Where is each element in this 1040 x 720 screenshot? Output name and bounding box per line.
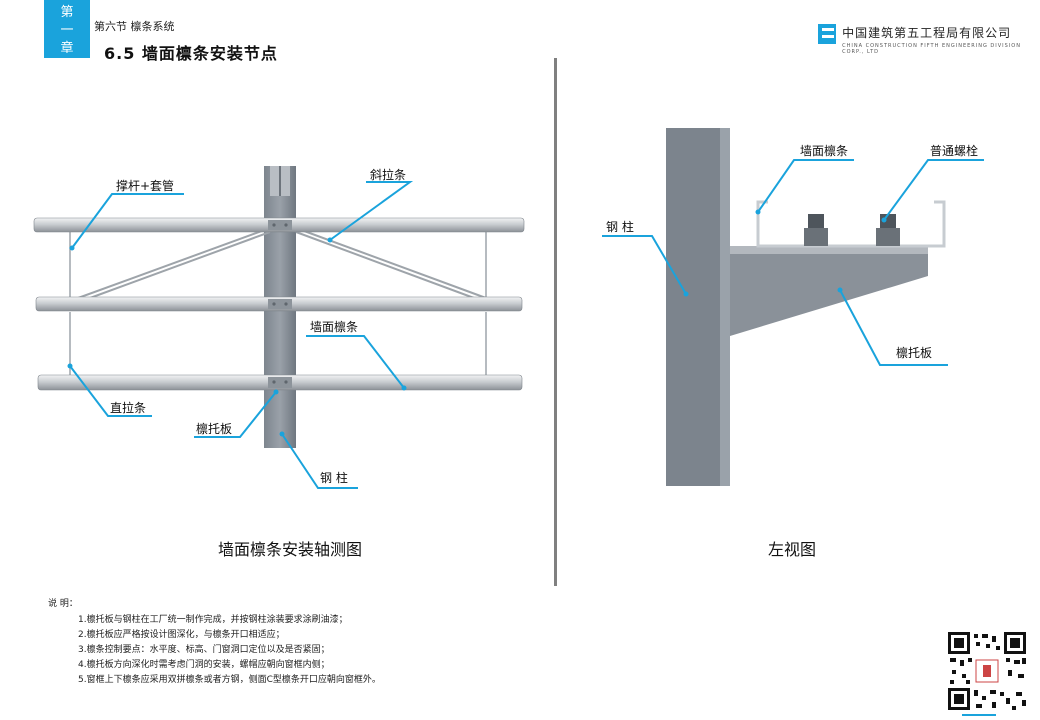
label-wall-purlin: 墙面檩条 bbox=[310, 320, 359, 334]
axonometric-view bbox=[33, 166, 525, 489]
label-straight-tie: 直拉条 bbox=[110, 401, 147, 415]
caption-left-view: 左视图 bbox=[768, 540, 817, 559]
chapter-tab-char: 一 bbox=[60, 23, 74, 38]
notes-heading: 说 明： bbox=[48, 599, 78, 609]
chapter-tab-char: 章 bbox=[60, 41, 74, 56]
label-left-steel-column: 钢 柱 bbox=[606, 220, 634, 234]
label-diagonal-tie: 斜拉条 bbox=[370, 168, 407, 182]
company-logo: 中国建筑第五工程局有限公司 CHINA CONSTRUCTION FIFTH E… bbox=[818, 24, 1040, 55]
label-left-purlin-bracket: 檩托板 bbox=[896, 346, 933, 360]
label-steel-column: 钢 柱 bbox=[320, 471, 348, 485]
label-left-wall-purlin: 墙面檩条 bbox=[800, 144, 849, 158]
page-title: 6.5 墙面檩条安装节点 bbox=[104, 44, 278, 63]
left-leader-lines bbox=[602, 159, 984, 366]
note-item: 4.檩托板方向深化时需考虑门洞的安装，螺帽应朝向窗框内侧； bbox=[78, 660, 330, 670]
label-left-bolt: 普通螺栓 bbox=[930, 144, 979, 158]
left-c-purlin bbox=[756, 200, 946, 248]
chapter-tab-char: 第 bbox=[60, 5, 74, 20]
left-steel-column bbox=[666, 128, 728, 486]
caption-axonometric: 墙面檩条安装轴测图 bbox=[218, 540, 363, 559]
note-item: 2.檩托板应严格按设计图深化，与檩条开口相适应； bbox=[78, 630, 285, 640]
axo-brackets bbox=[268, 220, 292, 388]
notes-section: 说 明： 1.檩托板与钢柱在工厂统一制作完成，并按钢柱涂装要求涂刷油漆； 2.檩… bbox=[48, 597, 381, 688]
label-purlin-bracket: 檩托板 bbox=[196, 422, 233, 436]
label-strut-sleeve: 撑杆+套管 bbox=[116, 179, 175, 193]
left-bracket-web bbox=[730, 254, 928, 336]
note-item: 5.窗框上下檩条应采用双拼檩条或者方钢，侧面C型檩条开口应朝向窗框外。 bbox=[78, 675, 381, 685]
left-bolts bbox=[804, 214, 900, 246]
notes-list: 1.檩托板与钢柱在工厂统一制作完成，并按钢柱涂装要求涂刷油漆； 2.檩托板应严格… bbox=[48, 613, 381, 688]
qr-code bbox=[946, 630, 1028, 712]
qr-underline bbox=[962, 714, 996, 716]
left-bracket-plate bbox=[730, 246, 928, 254]
center-divider bbox=[554, 58, 557, 586]
left-view bbox=[602, 128, 984, 486]
company-name-cn: 中国建筑第五工程局有限公司 bbox=[842, 26, 1012, 40]
note-item: 1.檩托板与钢柱在工厂统一制作完成，并按钢柱涂装要求涂刷油漆； bbox=[78, 615, 348, 625]
axo-leader-lines bbox=[69, 181, 414, 489]
company-name-en: CHINA CONSTRUCTION FIFTH ENGINEERING DIV… bbox=[842, 43, 1021, 55]
note-item: 3.檩条控制要点：水平度、标高、门窗洞口定位以及是否紧固； bbox=[78, 645, 330, 655]
section-label: 第六节 檩条系统 bbox=[94, 20, 175, 33]
company-logo-icon bbox=[818, 24, 837, 44]
chapter-tab: 第 一 章 bbox=[44, 0, 90, 58]
